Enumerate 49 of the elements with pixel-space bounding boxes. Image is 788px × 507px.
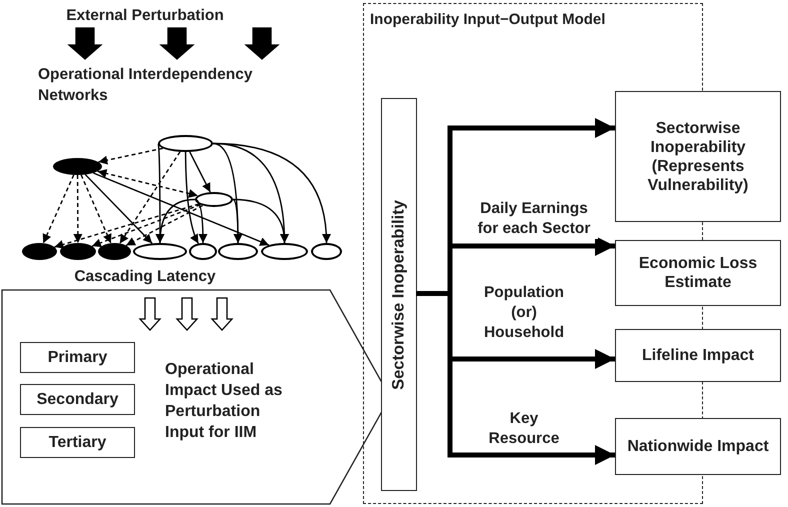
network-node — [53, 158, 102, 175]
arrow — [232, 198, 242, 243]
frame-title: Inoperability Input−Output Model — [370, 11, 606, 28]
output-box: Sectorwise Inoperability (Represents Vulnerability) — [615, 91, 781, 222]
network-node — [195, 192, 233, 207]
arrow — [184, 152, 199, 244]
arrow — [126, 204, 203, 246]
network-node — [98, 243, 131, 260]
vertical-label: Sectorwise Inoperability — [390, 200, 408, 390]
block-arrow — [159, 27, 195, 60]
network-node — [311, 243, 342, 260]
arrow — [189, 152, 211, 192]
arrow — [98, 148, 163, 165]
network-node — [158, 135, 213, 152]
arrow — [97, 169, 198, 198]
category-box: Tertiary — [20, 427, 135, 458]
block-arrow — [67, 27, 103, 60]
block-arrow — [244, 27, 280, 60]
network-node — [218, 243, 258, 260]
category-box: Primary — [20, 342, 135, 373]
block-arrow — [138, 297, 162, 331]
arrow — [156, 198, 196, 244]
block-arrow — [210, 297, 234, 331]
block-arrow — [176, 297, 198, 331]
section-heading: Cascading Latency — [50, 266, 240, 288]
section-heading: Operational Interdependency Networks — [38, 64, 298, 106]
arrow — [80, 174, 112, 244]
arrow — [194, 198, 208, 243]
output-box: Nationwide Impact — [615, 418, 781, 475]
network-node — [189, 243, 217, 260]
arrow — [92, 204, 201, 248]
sector-bar — [381, 98, 417, 491]
arrow — [119, 151, 181, 244]
network-node — [133, 243, 187, 260]
network-node — [261, 243, 308, 260]
arrow — [42, 174, 74, 244]
section-heading: External Perturbation — [50, 5, 240, 27]
arrow — [232, 198, 289, 244]
output-box: Lifeline Impact — [615, 329, 781, 382]
arrow — [212, 142, 331, 244]
output-box: Economic Loss Estimate — [615, 240, 781, 306]
arrow — [54, 203, 200, 249]
panel-text: Operational Impact Used as Perturbation Input for IIM — [165, 360, 284, 443]
arrow — [84, 174, 153, 244]
network-node — [60, 243, 96, 260]
arrow — [73, 175, 82, 243]
network-node — [22, 243, 57, 260]
arrow — [93, 172, 270, 246]
category-box: Secondary — [20, 384, 135, 415]
